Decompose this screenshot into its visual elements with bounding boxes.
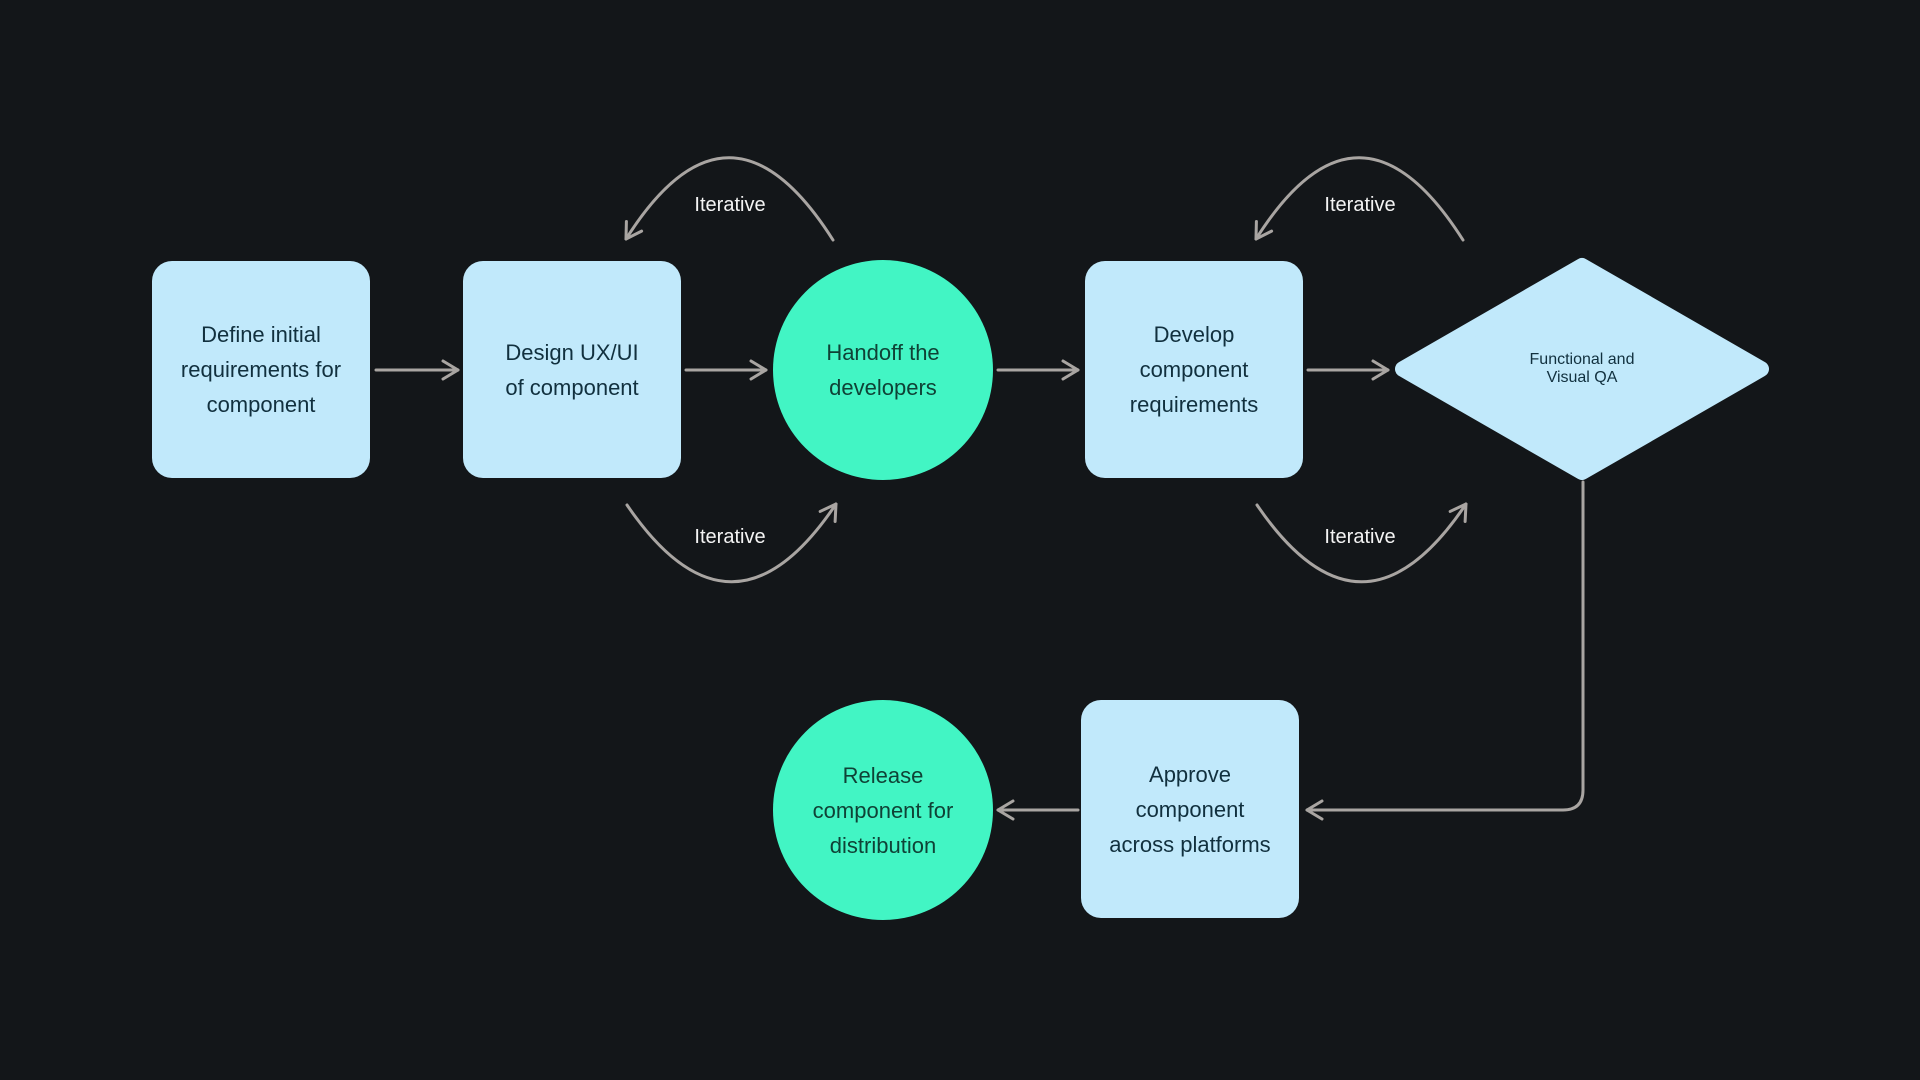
node-label: Approve component across platforms <box>1109 761 1271 857</box>
node-handoff-developers[interactable]: Handoff the developers <box>773 260 993 480</box>
diamond-shape <box>1395 258 1769 480</box>
iterative-label-bottom-right[interactable]: Iterative <box>1324 526 1396 548</box>
iterative-arc-develop-to-qa[interactable] <box>1255 502 1468 584</box>
node-functional-visual-qa[interactable]: Functional and Visual QA <box>1395 258 1769 480</box>
node-release-component[interactable]: Release component for distribution <box>773 700 993 920</box>
node-label: Release component for distribution <box>812 762 954 858</box>
node-develop-requirements[interactable]: Develop component requirements <box>1085 261 1303 478</box>
iterative-label-bottom-left[interactable]: Iterative <box>694 526 766 548</box>
iterative-arc-qa-to-develop[interactable] <box>1254 156 1465 242</box>
node-label: Define initial requirements for componen… <box>180 322 342 417</box>
iterative-label-top-right[interactable]: Iterative <box>1324 194 1396 216</box>
iterative-arc-design-to-handoff[interactable] <box>625 502 838 584</box>
node-define-requirements[interactable]: Define initial requirements for componen… <box>152 261 370 478</box>
node-design-uxui[interactable]: Design UX/UI of component <box>463 261 681 478</box>
node-label: Develop component requirements <box>1129 322 1259 417</box>
connector-qa-to-approve[interactable] <box>1305 480 1585 821</box>
iterative-arc-handoff-to-design[interactable] <box>624 156 835 242</box>
node-label: Design UX/UI of component <box>505 339 639 400</box>
node-approve-component[interactable]: Approve component across platforms <box>1081 700 1299 918</box>
iterative-label-top-left[interactable]: Iterative <box>694 194 766 216</box>
node-label: Functional and Visual QA <box>1529 351 1635 386</box>
node-label: Handoff the developers <box>826 340 940 400</box>
